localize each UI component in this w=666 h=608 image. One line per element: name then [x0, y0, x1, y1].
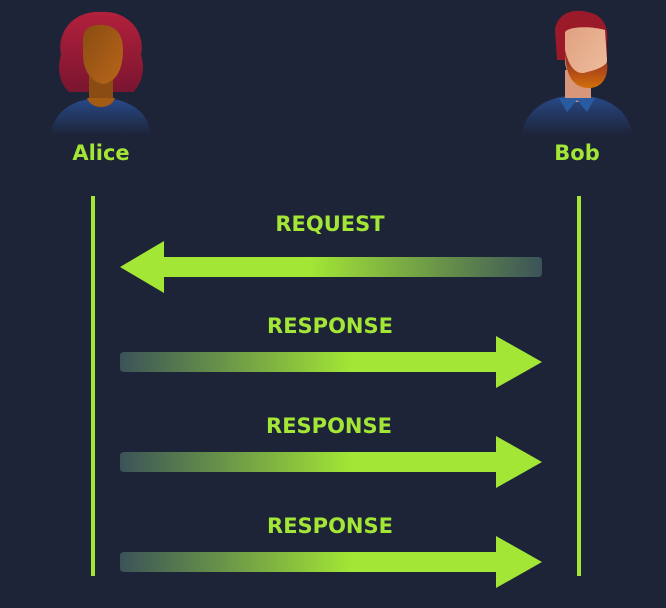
- lifeline-bob: [577, 196, 581, 576]
- message-label-response-2: RESPONSE: [266, 414, 392, 438]
- left-arrow-icon: [120, 241, 542, 293]
- lifeline-alice: [91, 196, 95, 576]
- message-arrow-response-3: [120, 536, 542, 588]
- right-arrow-icon: [120, 336, 542, 388]
- message-arrow-response-1: [120, 336, 542, 388]
- right-arrow-icon: [120, 536, 542, 588]
- actor-bob: Bob: [507, 0, 647, 180]
- bearded-man-avatar-icon: [522, 10, 632, 135]
- actor-name-bob: Bob: [554, 141, 600, 165]
- message-label-response-3: RESPONSE: [267, 514, 393, 538]
- message-label-response-1: RESPONSE: [267, 314, 393, 338]
- message-arrow-response-2: [120, 436, 542, 488]
- message-arrow-request: [120, 241, 542, 293]
- right-arrow-icon: [120, 436, 542, 488]
- actor-name-alice: Alice: [72, 141, 130, 165]
- actor-alice: Alice: [31, 0, 171, 180]
- message-label-request: REQUEST: [275, 212, 385, 236]
- woman-avatar-icon: [51, 11, 151, 135]
